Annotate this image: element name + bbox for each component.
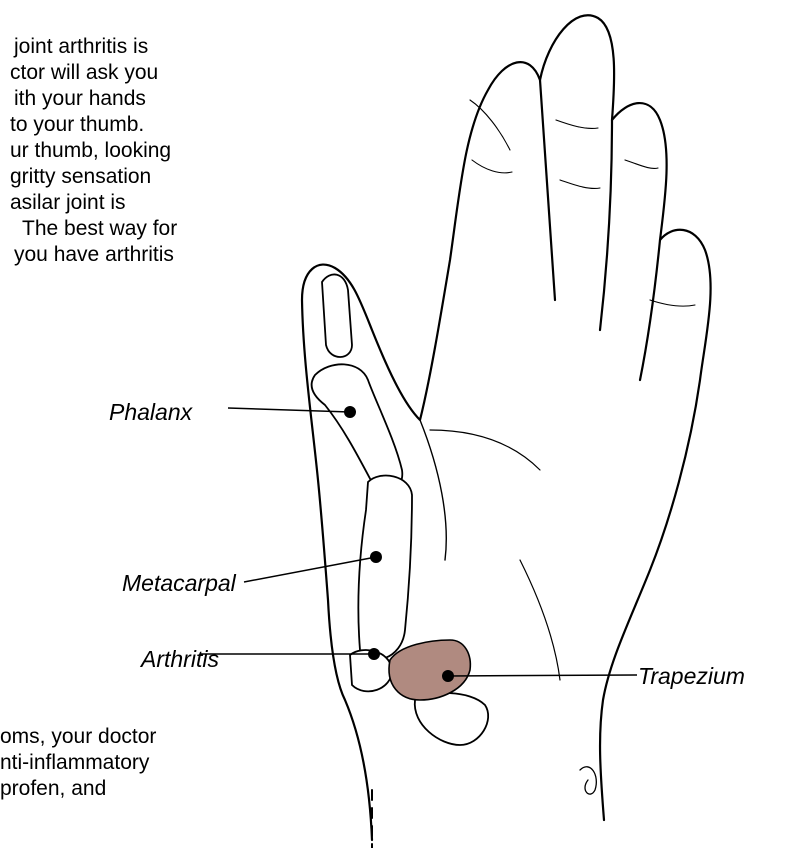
label-arthritis: Arthritis: [141, 646, 219, 673]
dot-metacarpal: [370, 551, 382, 563]
leader-trapezium: [448, 675, 637, 676]
dot-trapezium: [442, 670, 454, 682]
bone-proximal-phalanx: [312, 364, 403, 493]
label-metacarpal: Metacarpal: [122, 570, 236, 597]
trapezium-arthritis-area: [389, 640, 470, 700]
label-trapezium: Trapezium: [638, 663, 745, 690]
dot-arthritis: [368, 648, 380, 660]
dot-phalanx: [344, 406, 356, 418]
finger-separation: [640, 240, 660, 380]
leader-metacarpal: [244, 557, 376, 582]
finger-separation: [600, 120, 612, 330]
label-phalanx: Phalanx: [109, 399, 192, 426]
finger-separation: [540, 80, 555, 300]
bone-distal-phalanx: [322, 274, 352, 357]
bone-metacarpal: [358, 476, 412, 660]
bone-carpal: [415, 693, 488, 745]
